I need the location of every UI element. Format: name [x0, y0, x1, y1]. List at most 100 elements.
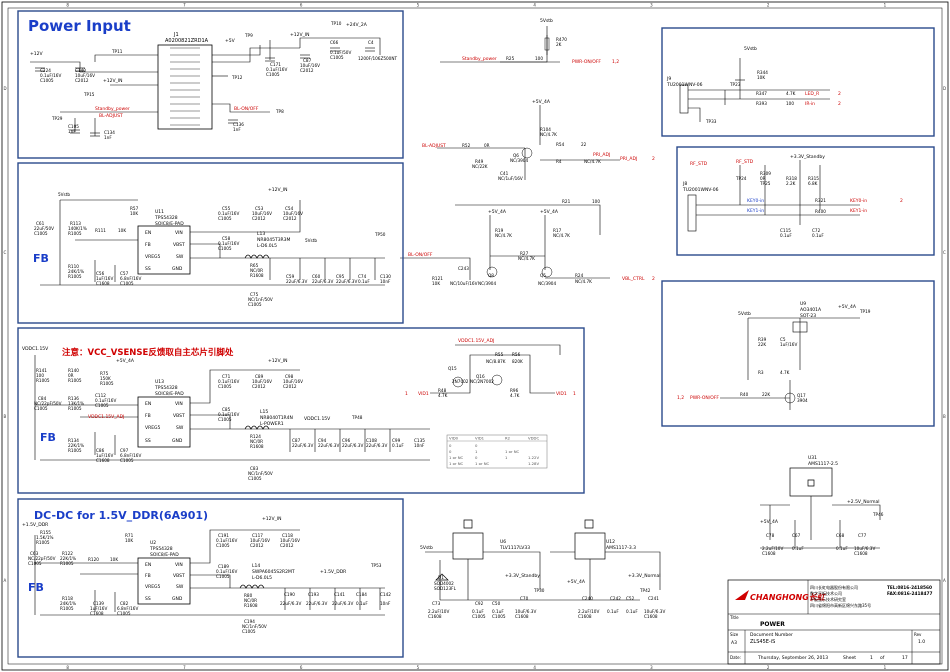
svg-text:R39: R39 [758, 337, 767, 342]
chip-u6 [452, 532, 484, 560]
svg-text:C141: C141 [334, 592, 345, 597]
svg-text:C1005: C1005 [218, 384, 232, 389]
title-block-frame [727, 579, 941, 665]
svg-text:R55: R55 [495, 352, 504, 357]
ldo-section: U6 TLV1117LV33 U12 AMS1117-3.3 U31 AMS11… [420, 455, 884, 619]
truth-table-cell: 0 [475, 443, 478, 448]
svg-text:10uF/16V: 10uF/16V [252, 379, 272, 384]
svg-text:C89: C89 [255, 374, 264, 379]
net-5vstb-top: 5Vstb [540, 18, 553, 24]
svg-text:SS: SS [145, 438, 151, 444]
ddr-title: DC-DC for 1.5V_DDR(6A901) [34, 509, 208, 522]
svg-text:TP42: TP42 [639, 588, 651, 593]
net-12v-in-pi: +12V_IN [103, 78, 123, 84]
svg-text:4.7K: 4.7K [438, 393, 448, 398]
net-vddc-l: VDDC1.15V [22, 346, 49, 352]
border-col-label: 8 [66, 3, 69, 8]
svg-text:C1608: C1608 [578, 614, 592, 619]
svg-text:C60: C60 [312, 274, 321, 279]
svg-text:C71: C71 [222, 374, 231, 379]
page-pwr-top: 1,2 [612, 59, 619, 65]
chip-u13 [137, 396, 191, 448]
svg-text:C1608: C1608 [428, 614, 442, 619]
svg-text:C1005: C1005 [216, 543, 230, 548]
svg-text:C57: C57 [120, 271, 129, 276]
svg-text:NC/3904: NC/3904 [538, 281, 556, 286]
svg-text:C55: C55 [222, 206, 231, 211]
border-col-label: 7 [183, 665, 186, 670]
svg-text:6.8nF/16V: 6.8nF/16V [117, 606, 138, 611]
svg-text:0.1uF/16V: 0.1uF/16V [40, 73, 61, 78]
svg-text:22K: 22K [762, 392, 770, 397]
svg-text:R4: R4 [556, 159, 562, 164]
truth-table-cell: 1 or NC [449, 461, 464, 466]
chip-u12 [574, 532, 606, 560]
net-vddc-b: VDDC1.15V [304, 416, 331, 422]
svg-text:22: 22 [581, 142, 587, 147]
svg-text:R52: R52 [462, 143, 471, 148]
net-pwr-onoff-u9: PWR-ON/OFF [690, 395, 719, 401]
svg-text:22uF/6.3V: 22uF/6.3V [332, 601, 353, 606]
svg-text:C1608: C1608 [96, 281, 110, 286]
net-pwr-onoff-top: PWR-ON/OFF [572, 59, 601, 65]
svg-text:C1005: C1005 [40, 78, 54, 83]
svg-text:R27: R27 [520, 251, 529, 256]
j8-frame [676, 146, 935, 256]
net-ddr-r: +1.5V_DDR [320, 569, 346, 575]
svg-text:10nF: 10nF [414, 443, 425, 448]
u2-ref: U2 [150, 540, 156, 546]
net-5v4a-b: +5V_4A [116, 358, 135, 364]
docnum-value: ZLS45E-iS [750, 639, 775, 645]
svg-text:1uF/16V: 1uF/16V [780, 342, 797, 347]
svg-text:R49: R49 [475, 159, 484, 164]
svg-text:0.1uF: 0.1uF [356, 601, 368, 606]
page-key: 2 [900, 198, 903, 204]
svg-text:C1005: C1005 [28, 561, 42, 566]
net-blonoff-pi: BL-ON/OFF [234, 106, 259, 112]
svg-text:0.1uF/16V: 0.1uF/16V [218, 379, 239, 384]
svg-text:C142: C142 [380, 592, 391, 597]
svg-text:22uF/6.3V: 22uF/6.3V [306, 601, 327, 606]
net-vbl-ctrl: VBL_CTRL [622, 276, 645, 282]
page-pri: 2 [652, 156, 655, 162]
title-block: CHANGHONG长虹 四川长虹电器股份有限公司 数字平板技术公司 平板显示技术… [727, 579, 941, 665]
u9-pkg: SOT-23 [800, 313, 816, 319]
svg-text:TP30: TP30 [533, 588, 545, 593]
svg-text:2.2uF/10V: 2.2uF/10V [428, 609, 449, 614]
j1-ref: J1 [173, 32, 179, 38]
company-line-3: 平板显示技术研究室 [810, 596, 846, 602]
vsense-note: 注意：VCC_VSENSE反馈取自主芯片引脚处 [62, 347, 234, 358]
u11-part: TPS54328 [154, 215, 178, 221]
svg-text:C95: C95 [336, 274, 345, 279]
svg-text:C1608: C1608 [762, 551, 776, 556]
svg-text:2: 2 [838, 101, 841, 107]
l15-part: NR8040T1R4N [260, 415, 293, 421]
svg-text:NC/1nF/50V: NC/1nF/50V [248, 297, 273, 302]
net-vid1-in: VID1 [418, 391, 429, 397]
svg-text:10uF/16V: 10uF/16V [280, 538, 300, 543]
svg-text:GND: GND [172, 438, 183, 444]
j9-ref: J9 [666, 76, 671, 82]
svg-text:C83: C83 [250, 466, 259, 471]
svg-text:10uF/16V: 10uF/16V [252, 211, 272, 216]
svg-text:10uF/16V: 10uF/16V [75, 73, 95, 78]
svg-text:R17: R17 [553, 228, 562, 233]
net-ddr-l: +1.5V_DDR [22, 522, 48, 528]
svg-text:Q8: Q8 [488, 273, 494, 278]
svg-text:0.1uF/16V: 0.1uF/16V [266, 67, 287, 72]
svg-text:22uF/6.3V: 22uF/6.3V [366, 443, 387, 448]
svg-text:NC/0R: NC/0R [244, 598, 257, 603]
svg-text:C1005: C1005 [218, 216, 232, 221]
svg-text:0.1uF: 0.1uF [472, 609, 484, 614]
net-5v4a-l: +5V_4A [488, 209, 507, 215]
j8-part: TU2001WNV-06 [682, 187, 719, 193]
svg-text:SOD4002: SOD4002 [434, 581, 454, 586]
svg-text:VBST: VBST [173, 242, 185, 248]
svg-text:R1005: R1005 [68, 448, 82, 453]
svg-text:C193: C193 [308, 592, 319, 597]
svg-text:NC/3904: NC/3904 [478, 281, 496, 286]
